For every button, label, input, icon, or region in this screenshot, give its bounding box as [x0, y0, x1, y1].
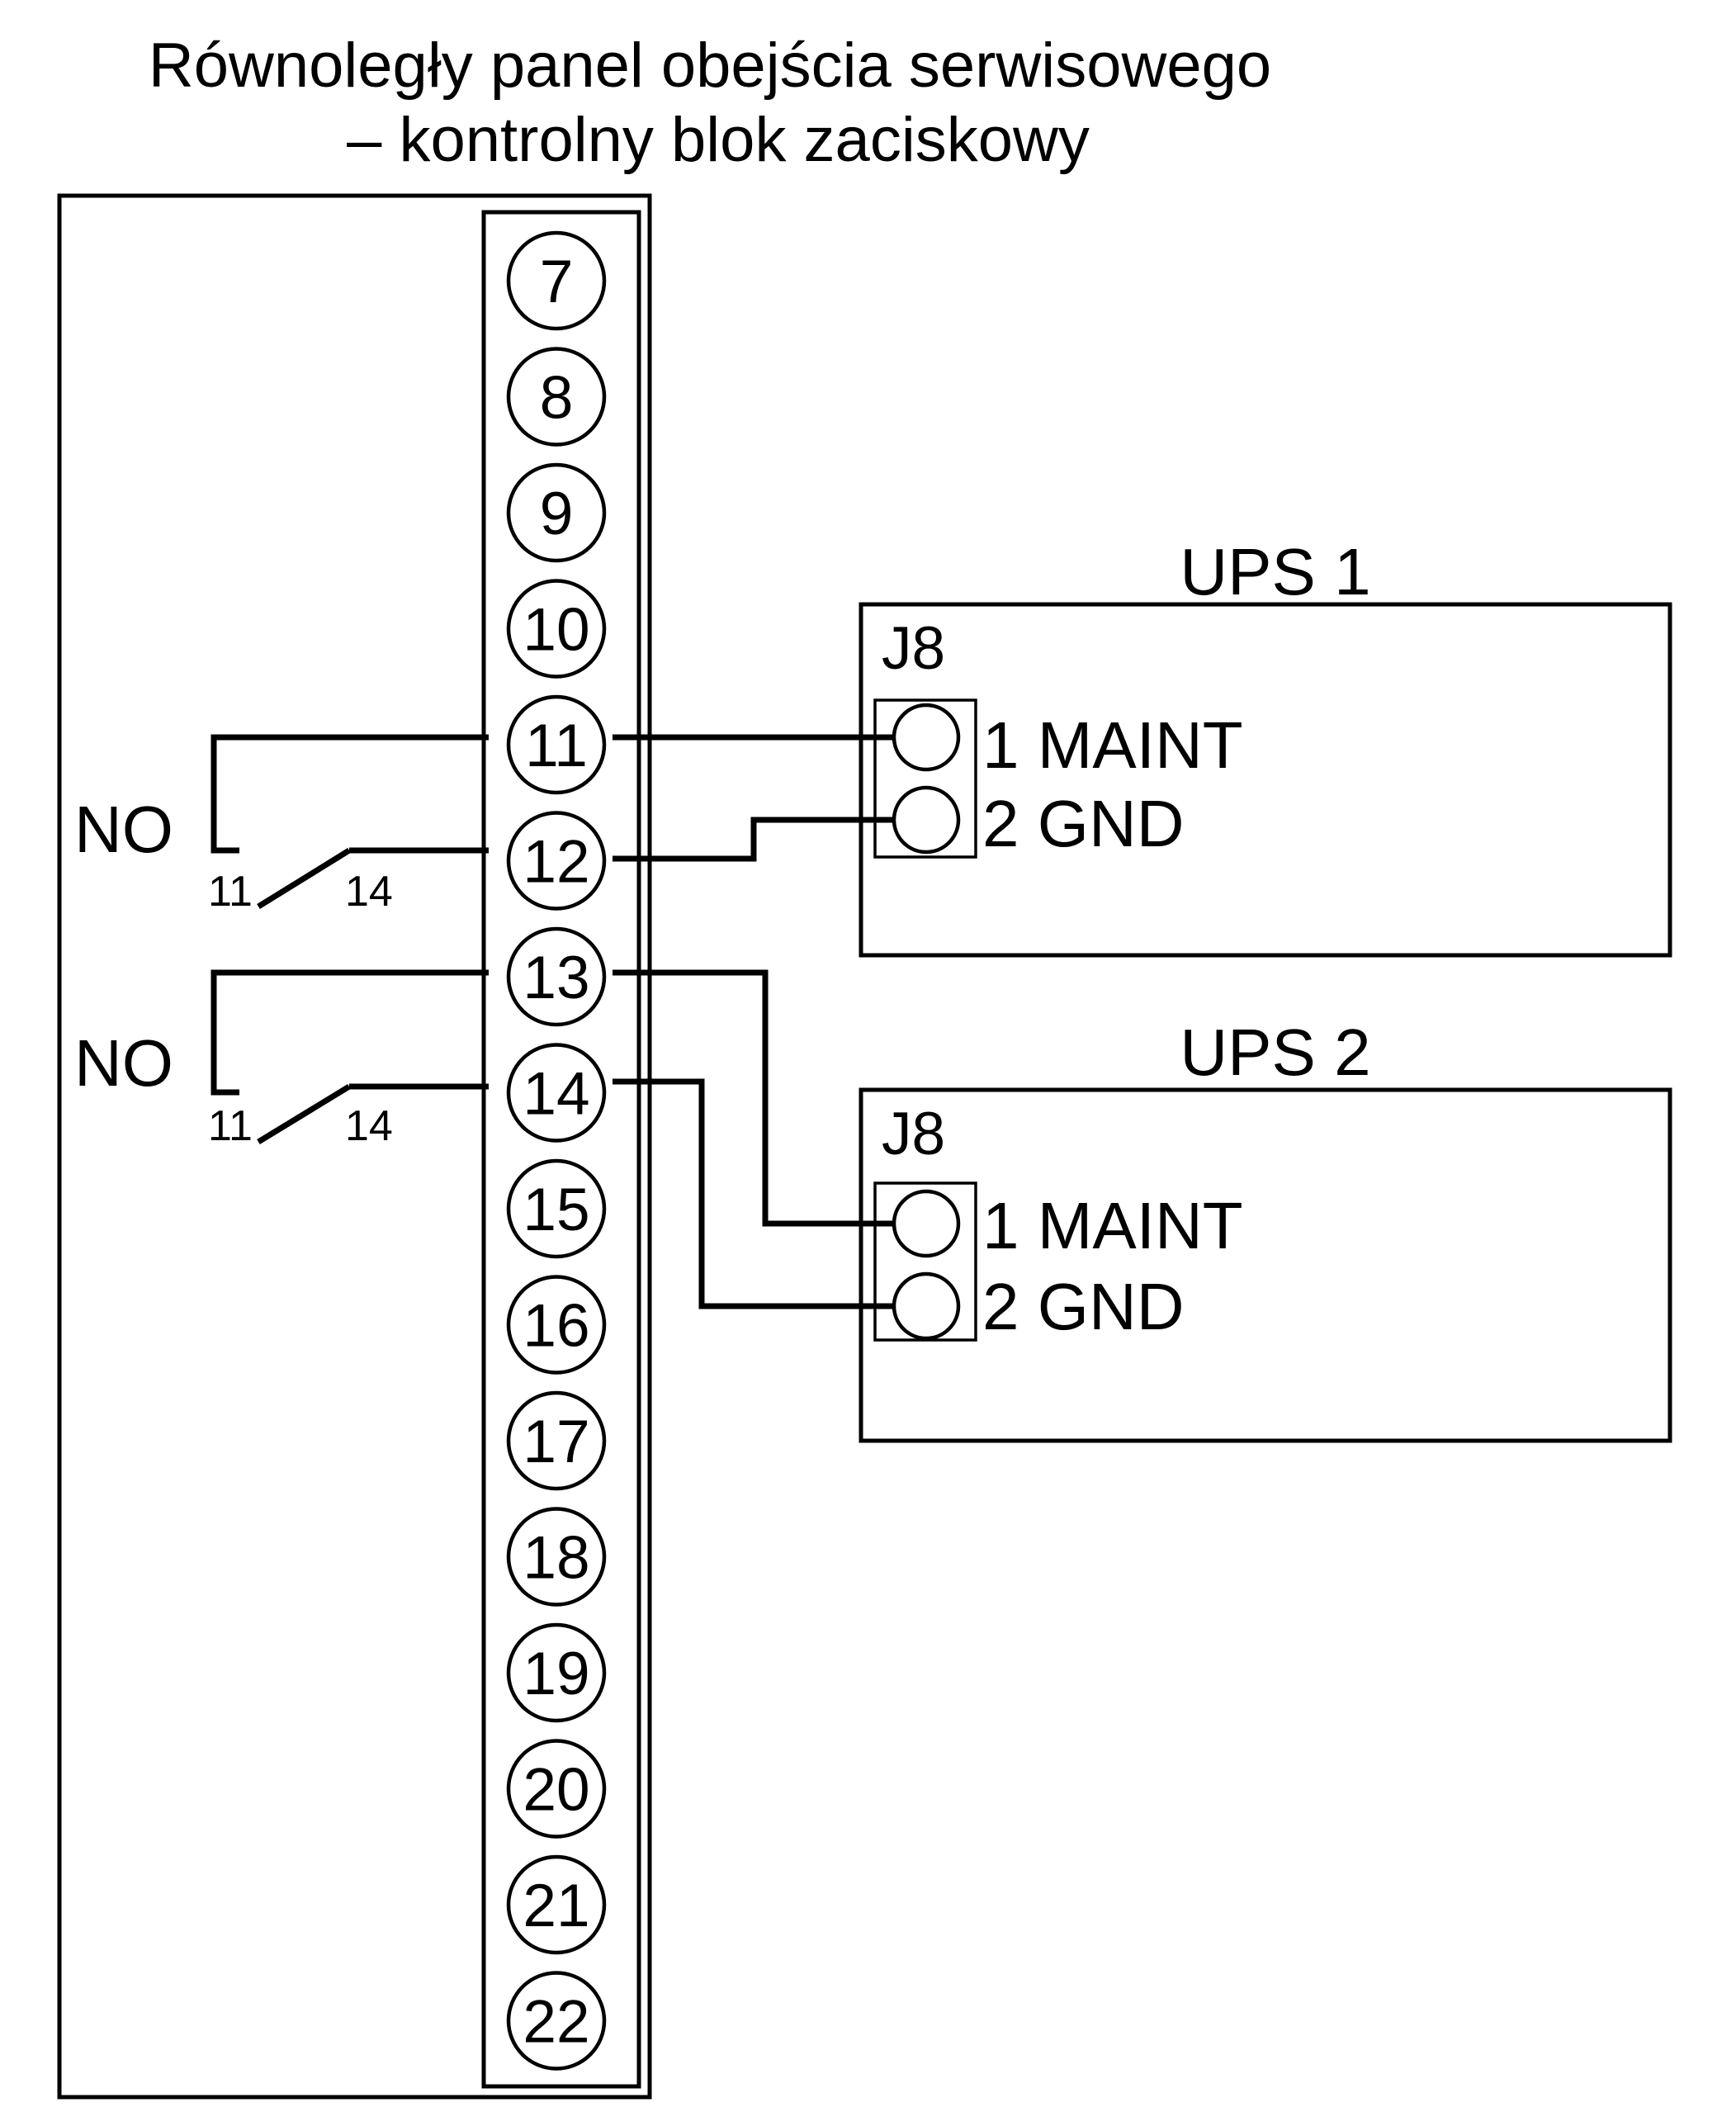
terminal-group: 7 8 9 10 11 12 13 14 15 16 17 18 19 20 21 22	[506, 230, 607, 2071]
relay-1-label: NO	[74, 793, 173, 866]
terminal-7-circle	[506, 230, 607, 331]
terminal-10-circle	[506, 579, 607, 679]
wire-t14-to-ups2-gnd	[613, 1078, 926, 1309]
terminal-14-label: 14	[523, 1061, 589, 1128]
wire-t13-to-ups2-maint	[613, 969, 926, 1227]
terminal-21-label: 21	[523, 1873, 589, 1939]
terminal-20-label: 20	[523, 1757, 589, 1824]
ups-1-pin-1	[892, 703, 961, 772]
terminal-14-circle	[506, 1043, 607, 1143]
ups-1-pin-1-label: 1 MAINT	[982, 708, 1243, 782]
relay-1-pin-11: 11	[208, 868, 253, 916]
terminal-13-circle	[506, 926, 607, 1027]
terminal-13-label: 13	[523, 945, 589, 1011]
terminal-22-circle	[506, 1971, 607, 2071]
terminal-17-circle	[506, 1390, 607, 1491]
terminal-11-label: 11	[525, 713, 588, 779]
terminal-18-label: 18	[523, 1525, 589, 1592]
terminal-12-label: 12	[523, 829, 589, 896]
ups-1-box	[859, 602, 1672, 958]
relay-2-pin-14: 14	[345, 1102, 393, 1150]
terminal-8-label: 8	[540, 365, 574, 432]
ups-1-pin-2-label: 2 GND	[982, 787, 1185, 860]
terminal-18-circle	[506, 1507, 607, 1607]
terminal-9-circle	[506, 462, 607, 563]
relay-contact-2	[210, 969, 489, 1144]
terminal-17-label: 17	[523, 1409, 589, 1475]
terminal-9-label: 9	[540, 481, 574, 547]
terminal-21-circle	[506, 1854, 607, 1955]
diagram-title-line-2: – kontrolny blok zaciskowy	[347, 105, 1090, 175]
ups-2-pin-2-label: 2 GND	[982, 1270, 1185, 1343]
ups-2-connector-label: J8	[882, 1101, 945, 1167]
relay-contact-1	[210, 734, 489, 909]
ups-2-title: UPS 2	[1180, 1016, 1370, 1089]
terminal-10-label: 10	[523, 597, 589, 664]
terminal-22-label: 22	[523, 1989, 589, 2056]
ups-2-box	[859, 1087, 1672, 1443]
relay-2-label: NO	[74, 1026, 173, 1100]
diagram-title-line-1: Równoległy panel obejścia serwisowego	[149, 31, 1271, 101]
terminal-strip	[481, 210, 641, 2089]
wire-t12-to-ups1-gnd	[613, 817, 926, 862]
terminal-12-circle	[506, 811, 607, 911]
terminal-15-circle	[506, 1158, 607, 1259]
relay-2-pin-11: 11	[208, 1102, 253, 1150]
ups-2-pin-1	[892, 1189, 961, 1258]
terminal-8-circle	[506, 347, 607, 447]
ups-1-pin-2	[892, 785, 961, 855]
terminal-7-label: 7	[540, 249, 574, 315]
terminal-19-label: 19	[523, 1641, 589, 1707]
terminal-11-circle	[506, 694, 607, 795]
ups-1-connector-label: J8	[882, 615, 945, 682]
terminal-16-label: 16	[523, 1293, 589, 1360]
ups-1-title: UPS 1	[1180, 535, 1370, 608]
bypass-panel-frame	[57, 193, 652, 2100]
terminal-16-circle	[506, 1275, 607, 1375]
ups-2-pin-2	[892, 1271, 961, 1341]
terminal-19-circle	[506, 1622, 607, 1723]
ups-1-j8-connector	[873, 698, 977, 859]
terminal-20-circle	[506, 1739, 607, 1839]
ups-2-pin-1-label: 1 MAINT	[982, 1189, 1243, 1262]
relay-1-pin-14: 14	[345, 868, 393, 916]
terminal-15-label: 15	[523, 1177, 589, 1243]
